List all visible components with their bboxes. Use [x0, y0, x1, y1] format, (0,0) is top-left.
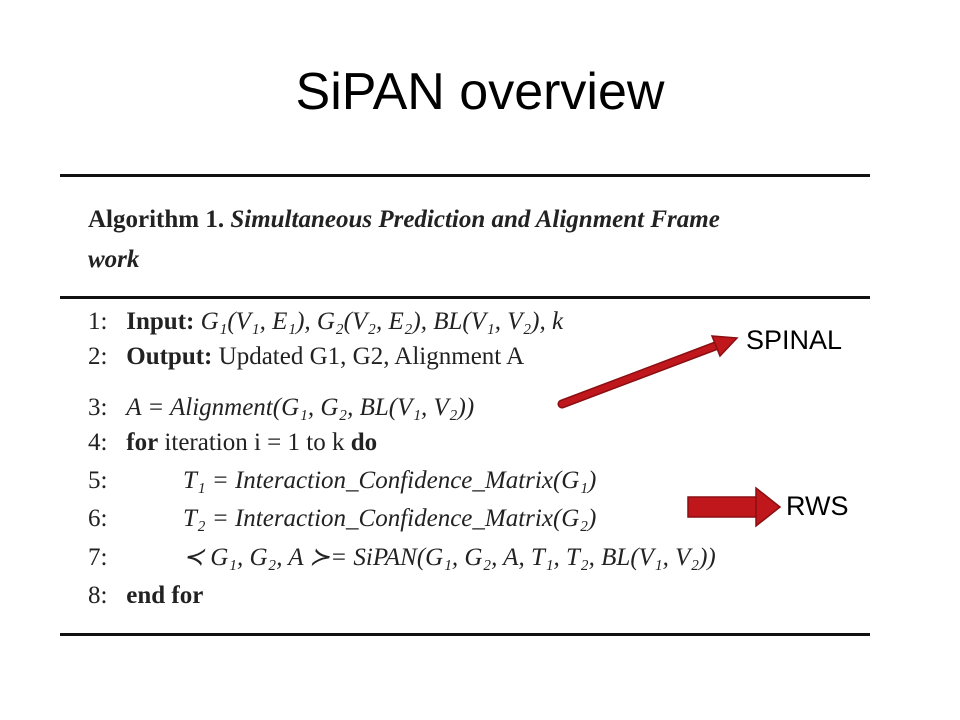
- line-text: G₁(V₁, E₁), G₂(V₂, E₂), BL(V₁, V₂), k: [200, 308, 564, 335]
- line-text: T₁ = Interaction_Confidence_Matrix(G₁): [183, 467, 597, 494]
- line-text: Updated G1, G2, Alignment A: [218, 343, 525, 370]
- algorithm-bottom-rule: [60, 633, 870, 636]
- slide-title: SiPAN overview: [295, 63, 665, 121]
- algorithm-line-1: 1: Input: G₁(V₁, E₁), G₂(V₂, E₂), BL(V₁,…: [88, 305, 563, 339]
- line-text: T₂ = Interaction_Confidence_Matrix(G₂): [183, 505, 597, 532]
- algorithm-line-5: 5: T₁ = Interaction_Confidence_Matrix(G₁…: [88, 464, 868, 498]
- line-keyword-end: do: [350, 429, 378, 456]
- spinal-arrow-icon: [557, 335, 739, 409]
- algorithm-line-4: 4: for iteration i = 1 to k do: [88, 426, 377, 460]
- algorithm-mid-rule: [60, 296, 870, 299]
- algorithm-line-7: 7: ≺ G₁, G₂, A ≻= SiPAN(G₁, G₂, A, T₁, T…: [88, 541, 868, 575]
- algorithm-caption-title-cont: work: [88, 246, 140, 273]
- line-text: ≺ G₁, G₂, A ≻= SiPAN(G₁, G₂, A, T₁, T₂, …: [183, 544, 716, 571]
- line-keyword: for: [126, 429, 159, 456]
- line-number: 4:: [88, 429, 108, 456]
- line-keyword: Output:: [126, 343, 213, 370]
- algorithm-line-6: 6: T₂ = Interaction_Confidence_Matrix(G₂…: [88, 502, 868, 536]
- algorithm-line-3: 3: A = Alignment(G₁, G₂, BL(V₁, V₂)): [88, 391, 474, 425]
- line-keyword: Input:: [126, 308, 195, 335]
- line-number: 2:: [88, 343, 108, 370]
- algorithm-caption: Algorithm 1. Simultaneous Prediction and…: [88, 200, 858, 280]
- line-keyword: end for: [126, 582, 204, 609]
- line-number: 3:: [88, 394, 108, 421]
- spinal-label: SPINAL: [746, 325, 843, 355]
- line-text: iteration i = 1 to k: [164, 429, 345, 456]
- algorithm-caption-title: Simultaneous Prediction and Alignment Fr…: [230, 206, 720, 233]
- line-number: 1:: [88, 308, 108, 335]
- line-number: 6:: [88, 505, 108, 532]
- rws-label: RWS: [786, 491, 849, 521]
- algorithm-top-rule: [60, 174, 870, 177]
- line-number: 5:: [88, 467, 108, 494]
- algorithm-line-8: 8: end for: [88, 579, 203, 613]
- line-text: A = Alignment(G₁, G₂, BL(V₁, V₂)): [126, 394, 475, 421]
- line-number: 8:: [88, 582, 108, 609]
- line-number: 7:: [88, 544, 108, 571]
- algorithm-line-2: 2: Output: Updated G1, G2, Alignment A: [88, 340, 524, 374]
- algorithm-caption-head: Algorithm 1.: [88, 206, 225, 233]
- rws-arrow-icon: [687, 486, 782, 528]
